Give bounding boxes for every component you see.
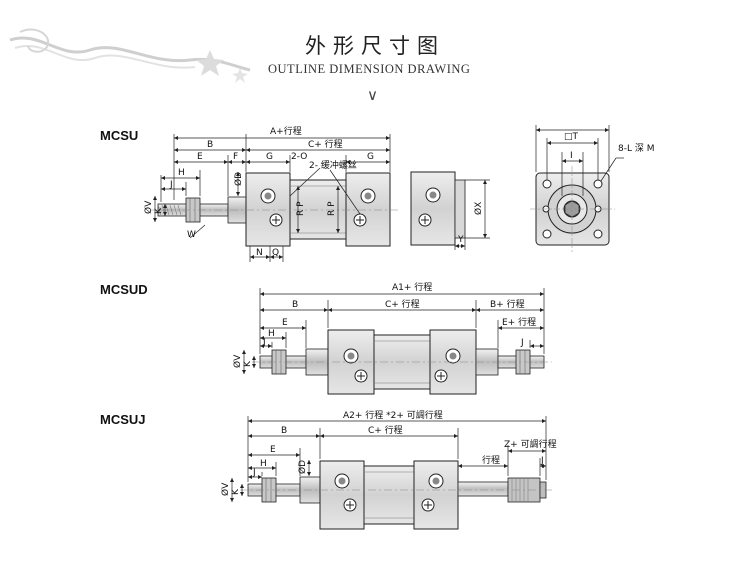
dim-port-o: 2-O	[291, 152, 307, 162]
dim-e-stroke: E+ 行程	[502, 316, 536, 328]
dim-k: K	[154, 207, 164, 214]
dim-b: B	[292, 300, 298, 310]
dim-h: H	[268, 329, 275, 339]
dim-g-left: G	[266, 152, 273, 162]
dim-j-right: J	[540, 456, 544, 466]
dim-k: K	[231, 488, 241, 495]
dim-j-right: J	[520, 338, 524, 348]
dim-t-square: □T	[564, 132, 579, 142]
dim-j: J	[252, 468, 256, 478]
chevron-down-icon: ∨	[367, 86, 378, 104]
mcsuj-dimension-labels: A2+ 行程 *2+ 可調行程 B C+ 行程 E H J 行程 Z+ 可調行程…	[220, 409, 557, 496]
page-title-cn: 外形尺寸图	[305, 34, 445, 58]
star-icon	[196, 50, 224, 76]
dim-d-dia: ØD	[233, 172, 244, 186]
dim-i: I	[570, 151, 573, 161]
decorative-swirl	[9, 28, 251, 83]
model-label-mcsuj: MCSUJ	[100, 412, 146, 427]
dim-e: E	[197, 152, 203, 162]
dim-c-stroke: C+ 行程	[385, 298, 420, 310]
dim-z-stroke: Z+ 可調行程	[504, 438, 557, 450]
dim-y: Y	[457, 235, 464, 245]
dim-v-dia: ØV	[143, 200, 154, 214]
star-icon	[232, 68, 248, 83]
dim-k: K	[243, 360, 253, 367]
mcsu-end-dimensions	[535, 125, 624, 196]
dim-rp-right: R P	[327, 201, 337, 216]
dim-v-dia: ØV	[220, 482, 231, 496]
dim-b: B	[207, 140, 213, 150]
mcsu-dimensions	[152, 134, 391, 262]
dim-cushion: 2- 缓冲螺丝	[309, 159, 357, 171]
mcsuj-side-view	[240, 460, 552, 530]
mcsu-rear-labels: ØX Y	[457, 202, 484, 245]
dim-b: B	[281, 426, 287, 436]
dim-q: Q	[272, 248, 279, 258]
dim-w: W	[187, 230, 196, 240]
mcsud-dimensions	[241, 288, 545, 374]
dim-a2-stroke: A2+ 行程 *2+ 可調行程	[343, 409, 443, 421]
dim-b-stroke: B+ 行程	[490, 298, 525, 310]
mcsu-dimension-labels: A+行程 B C+ 行程 E F G 2-O 2- 缓冲螺丝 G H J ØD …	[143, 125, 374, 258]
dim-d-dia: ØD	[297, 460, 308, 474]
dim-g-right: G	[367, 152, 374, 162]
dim-h: H	[178, 168, 185, 178]
page-title-en: OUTLINE DIMENSION DRAWING	[268, 62, 471, 76]
model-label-mcsu: MCSU	[100, 128, 139, 143]
mcsud-side-view	[252, 329, 552, 395]
dim-c-stroke: C+ 行程	[308, 138, 343, 150]
dim-a-stroke: A+行程	[270, 125, 302, 137]
mcsuj-dimensions	[229, 416, 547, 502]
dim-h: H	[260, 459, 267, 469]
mcsu-rear-dimensions	[454, 179, 490, 250]
mcsud-dimension-labels: A1+ 行程 B C+ 行程 B+ 行程 E E+ 行程 H J J ØV K	[232, 281, 536, 368]
dim-v-dia: ØV	[232, 354, 243, 368]
dim-e: E	[282, 318, 288, 328]
dim-rp-left: R P	[296, 201, 306, 216]
mcsu-rear-view	[410, 171, 466, 246]
dim-x-dia: ØX	[473, 202, 484, 215]
dim-bolt: 8-L 深 M	[618, 143, 654, 154]
dim-c-stroke: C+ 行程	[368, 424, 403, 436]
dim-a1-stroke: A1+ 行程	[392, 281, 432, 293]
model-label-mcsud: MCSUD	[100, 282, 148, 297]
mcsu-end-labels: □T I 8-L 深 M	[564, 132, 654, 161]
mcsu-end-view	[530, 166, 615, 252]
dim-j: J	[169, 180, 173, 190]
dim-e: E	[270, 445, 276, 455]
dim-n: N	[256, 248, 263, 258]
dim-j: J	[262, 338, 266, 348]
dim-f: F	[233, 152, 238, 162]
dim-stroke: 行程	[482, 454, 500, 466]
